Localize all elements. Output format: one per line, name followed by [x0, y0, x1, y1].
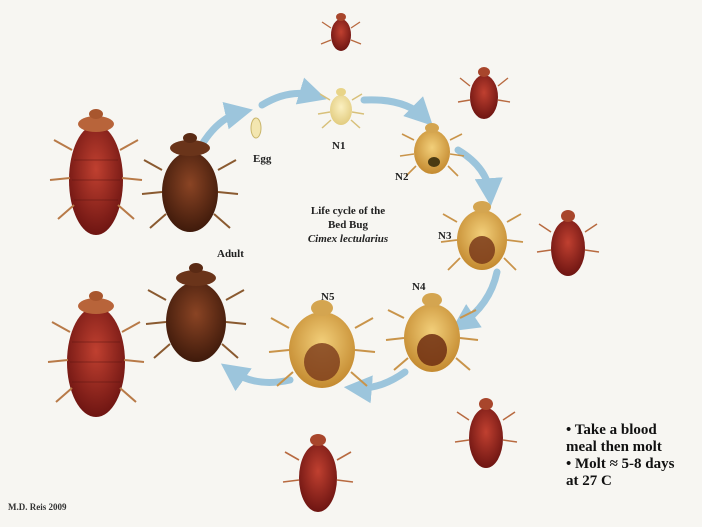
stage-label-n2: N2 [395, 171, 408, 183]
n3-nymph-image [441, 201, 523, 270]
credit-text: M.D. Reis 2009 [8, 502, 67, 512]
n3-fed-nymph-image [537, 210, 599, 276]
title-line-2: Bed Bug [288, 218, 408, 232]
stage-label-n3: N3 [438, 230, 451, 242]
n2-fed-nymph-image [458, 67, 510, 119]
note-line-2: meal then molt [566, 439, 674, 456]
adult-fed-image [146, 263, 246, 362]
n4-nymph-image [386, 293, 478, 372]
stage-label-adult: Adult [217, 248, 244, 260]
molting-notes: • Take a blood meal then molt • Molt ≈ 5… [566, 422, 674, 490]
stage-label-n4: N4 [412, 281, 425, 293]
stage-label-n5: N5 [321, 291, 334, 303]
arrow-n5-to-adult [230, 370, 290, 382]
title-species: Cimex lectularius [288, 232, 408, 246]
arrow-n1-to-n2 [364, 100, 425, 118]
arrow-n2-to-n3 [458, 150, 490, 195]
arrow-egg-to-n1 [262, 93, 316, 105]
n4-fed-nymph-image [455, 398, 517, 468]
n5-nymph-image [269, 300, 375, 388]
arrow-n3-to-n4 [460, 272, 497, 325]
note-line-1: • Take a blood [566, 422, 674, 439]
stage-label-n1: N1 [332, 140, 345, 152]
adult-engorged-image [50, 109, 142, 235]
n2-nymph-image [400, 123, 464, 176]
n5-fed-nymph-image [283, 434, 353, 512]
note-line-3: • Molt ≈ 5-8 days [566, 456, 674, 473]
note-line-4: at 27 C [566, 473, 674, 490]
egg-image [251, 118, 261, 138]
title-line-1: Life cycle of the [288, 204, 408, 218]
adult-image [142, 133, 238, 232]
adult-engorged-lower-image [48, 291, 144, 417]
n1-nymph-image [318, 88, 364, 128]
n1-fed-nymph-image [321, 13, 361, 51]
arrow-n4-to-n5 [355, 372, 405, 388]
stage-label-egg: Egg [253, 153, 271, 165]
diagram-title: Life cycle of the Bed Bug Cimex lectular… [288, 204, 408, 246]
